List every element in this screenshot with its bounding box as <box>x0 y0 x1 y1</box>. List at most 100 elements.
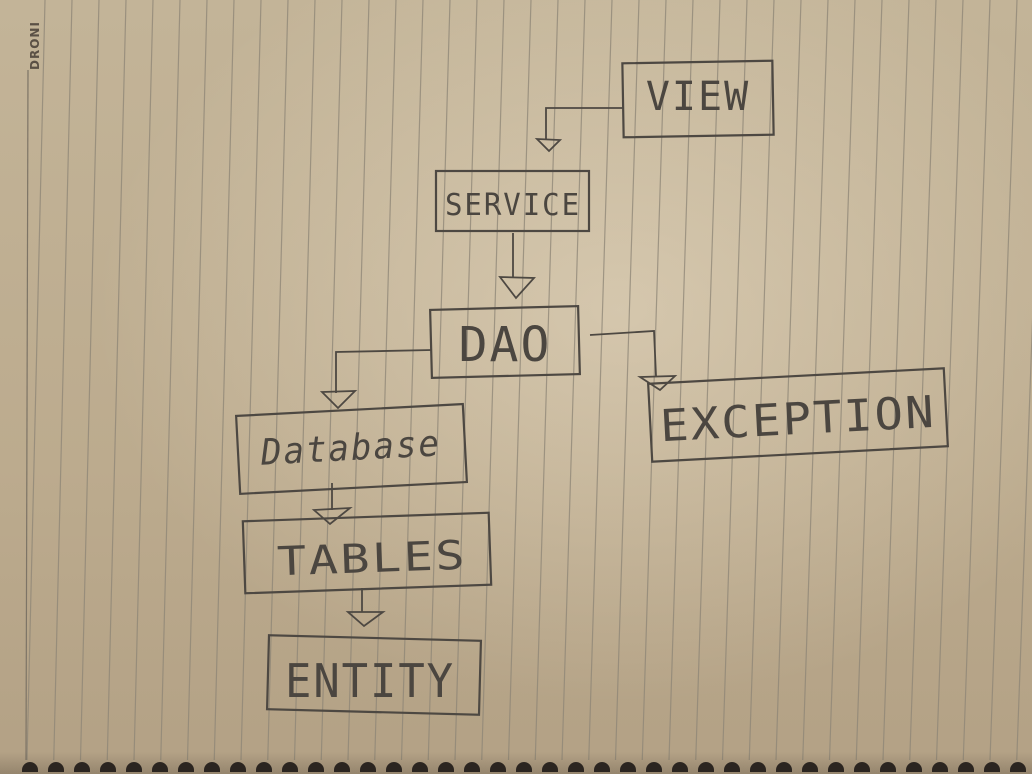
edge-view-service <box>534 107 623 153</box>
rule-line <box>855 0 883 761</box>
binding-hole <box>256 762 272 772</box>
rule-line <box>79 0 100 761</box>
binding-hole <box>672 762 688 772</box>
rule-line <box>802 0 829 761</box>
binding-hole <box>516 762 532 772</box>
rule-line <box>427 0 451 761</box>
binding-hole <box>724 762 740 772</box>
binding-hole <box>438 762 454 772</box>
binding-hole <box>308 762 324 772</box>
binding-hole <box>100 762 116 772</box>
binding-hole <box>542 762 558 772</box>
binding-hole <box>932 762 948 772</box>
rule-line <box>828 0 856 761</box>
rule-line <box>775 0 802 761</box>
rule-line <box>374 0 397 761</box>
binding-hole <box>1010 762 1026 772</box>
binding-hole <box>620 762 636 772</box>
rule-line <box>1016 317 1032 761</box>
rule-line <box>935 0 964 761</box>
edge-database-tables <box>311 483 353 526</box>
binding-hole <box>230 762 246 772</box>
rule-line <box>668 0 694 761</box>
binding-hole <box>178 762 194 772</box>
rule-line <box>160 0 181 761</box>
rule-line <box>293 0 316 761</box>
rule-line <box>213 0 235 761</box>
node-service-label: SERVICE <box>445 188 581 223</box>
rule-line <box>588 0 613 761</box>
rule-line <box>320 0 343 761</box>
rule-line <box>240 0 262 761</box>
edge-service-dao <box>498 233 536 300</box>
binding-hole <box>828 762 844 772</box>
binding-hole <box>48 762 64 772</box>
rule-line <box>347 0 370 761</box>
node-entity-label: ENTITY <box>285 654 455 708</box>
binding-hole <box>74 762 90 772</box>
rule-line <box>53 0 73 761</box>
binding-hole <box>490 762 506 772</box>
binding-hole <box>750 762 766 772</box>
node-exception: EXCEPTION <box>647 367 949 463</box>
rule-line <box>481 0 505 761</box>
node-tables: TABLES <box>241 511 493 595</box>
binding-hole <box>854 762 870 772</box>
binding-hole <box>698 762 714 772</box>
binding-hole <box>412 762 428 772</box>
rule-line <box>186 0 208 761</box>
binding-hole <box>152 762 168 772</box>
rule-line <box>507 0 532 761</box>
binding-hole <box>776 762 792 772</box>
node-database: Database <box>234 402 469 496</box>
rule-line <box>614 0 640 761</box>
rule-line <box>26 0 46 761</box>
binding-hole <box>880 762 896 772</box>
edge-dao-database <box>319 349 433 410</box>
rule-line <box>909 0 937 761</box>
node-view-label: VIEW <box>646 74 750 120</box>
edge-tables-entity <box>345 588 386 628</box>
binding-hole <box>282 762 298 772</box>
rule-line <box>561 0 586 761</box>
binding-hole <box>646 762 662 772</box>
node-service: SERVICE <box>434 169 591 233</box>
node-database-label: Database <box>259 423 442 473</box>
spiral-binding <box>0 752 1032 774</box>
node-dao-label: DAO <box>459 317 552 373</box>
margin-line <box>25 69 29 761</box>
binding-hole <box>568 762 584 772</box>
edge-dao-exception <box>589 330 678 392</box>
binding-hole <box>594 762 610 772</box>
binding-hole <box>984 762 1000 772</box>
rule-line <box>962 0 991 761</box>
binding-hole <box>334 762 350 772</box>
node-view: VIEW <box>621 59 775 139</box>
rule-line <box>133 0 154 761</box>
binding-hole <box>464 762 480 772</box>
binding-hole <box>958 762 974 772</box>
rule-line <box>748 0 775 761</box>
rule-line <box>882 0 910 761</box>
rule-line <box>989 0 1018 761</box>
binding-hole <box>386 762 402 772</box>
rule-line <box>267 0 289 761</box>
rule-line <box>534 0 559 761</box>
node-dao: DAO <box>429 304 581 380</box>
binding-hole <box>126 762 142 772</box>
node-exception-label: EXCEPTION <box>659 387 937 452</box>
binding-hole <box>906 762 922 772</box>
binding-hole <box>22 762 38 772</box>
rule-line <box>106 0 127 761</box>
rule-line <box>400 0 424 761</box>
rule-line <box>454 0 478 761</box>
binding-hole <box>802 762 818 772</box>
binding-hole <box>360 762 376 772</box>
node-entity: ENTITY <box>265 634 483 716</box>
node-tables-label: TABLES <box>276 533 467 586</box>
rule-line <box>641 0 667 761</box>
binding-hole <box>204 762 220 772</box>
